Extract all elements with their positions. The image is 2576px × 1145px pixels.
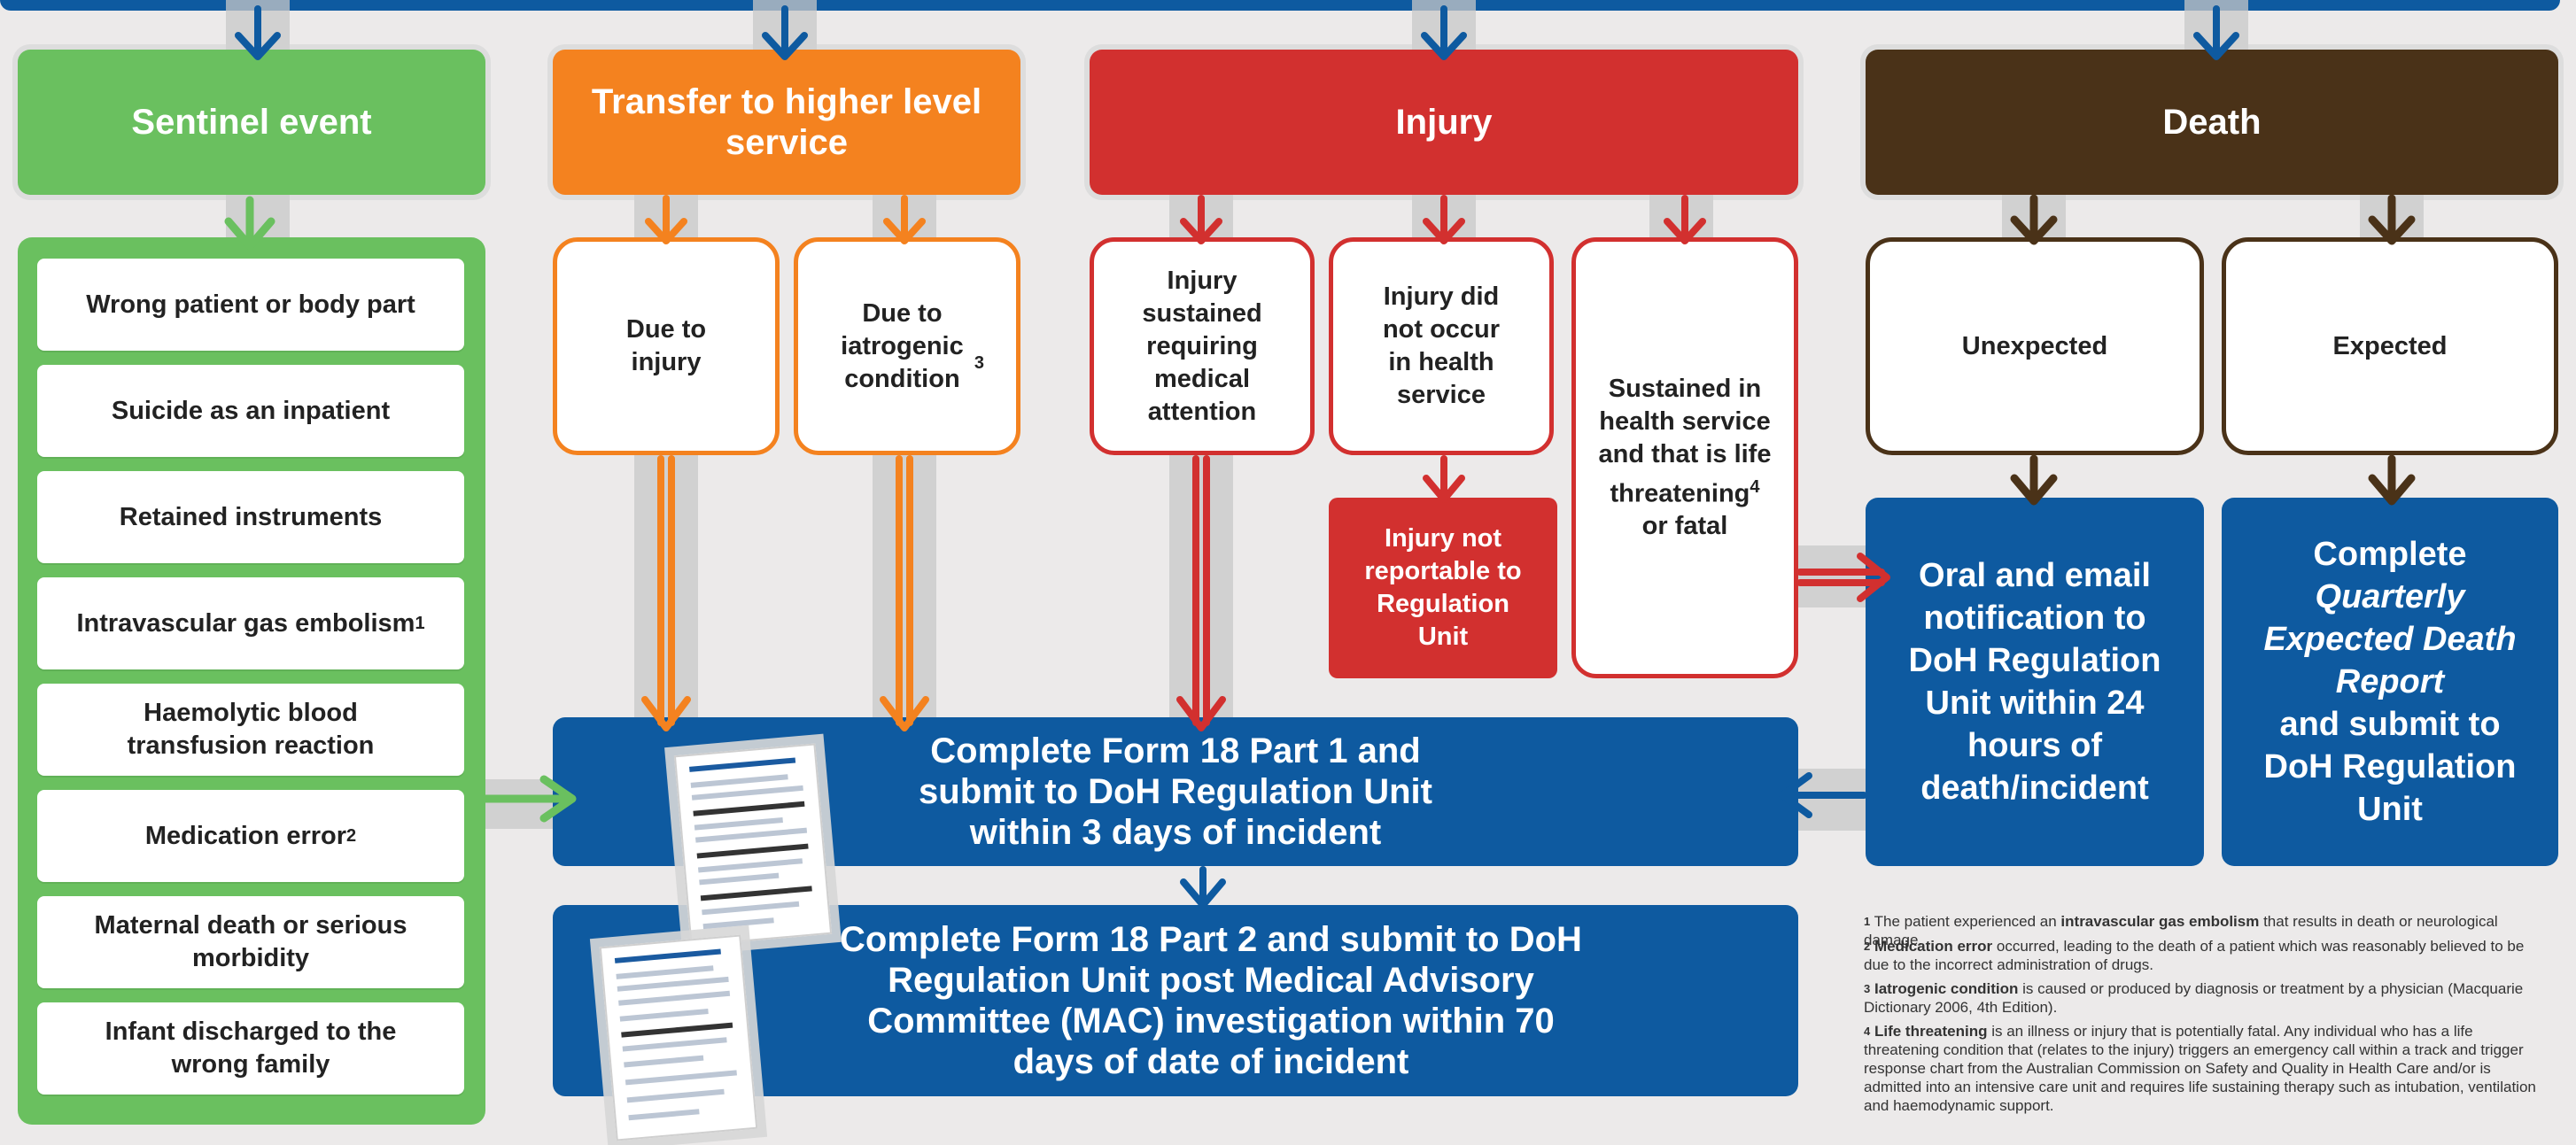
arrow-down-blue [1180, 866, 1226, 909]
death-item-label: Expected [2332, 331, 2448, 360]
arrow-down-red [1423, 455, 1465, 503]
header-death: Death [1866, 50, 2558, 195]
death-item-expected: Expected [2222, 237, 2558, 455]
footnote-4: 4 Life threatening is an illness or inju… [1864, 1022, 2548, 1115]
arrow-down-red [1423, 195, 1465, 244]
arrow-down-blue [2193, 5, 2239, 60]
death-item-label: Unexpected [1961, 331, 2108, 360]
transfer-item-iatrogenic: Due to iatrogenic condition 3 [794, 237, 1020, 455]
transfer-item-label: Due to iatrogenic condition [841, 298, 964, 393]
connector-shadow [1169, 453, 1233, 730]
connector-shadow [634, 453, 698, 730]
arrow-down-blue [1421, 5, 1467, 60]
footnote-term: Medication error [1874, 938, 1993, 955]
sentinel-item: Suicide as an inpatient [37, 365, 464, 457]
footnote-term: Life threatening [1874, 1023, 1988, 1040]
arrow-down-brown [2010, 194, 2058, 245]
injury-item-label: Injury sustained requiring medical atten… [1142, 266, 1262, 426]
footnote-1: 1 The patient experienced an intravascul… [1864, 912, 2548, 949]
footnote-text-post: is an illness or injury that is potentia… [1864, 1023, 2536, 1114]
injury-item-suffix: or fatal [1641, 512, 1728, 541]
header-transfer: Transfer to higher level service [553, 50, 1020, 195]
footnote-number: 2 [1864, 940, 1871, 953]
transfer-item-label: Due to injury [625, 315, 707, 376]
footnote-text-post: is caused or produced by diagnosis or tr… [1864, 980, 2524, 1016]
form18-part2-text: Complete Form 18 Part 2 and submit to Do… [840, 920, 1582, 1081]
footnote-ref: 2 [346, 825, 357, 846]
sentinel-item: Wrong patient or body part [37, 259, 464, 351]
arrow-down-blue [235, 5, 281, 60]
sentinel-item-label: Infant discharged to the wrong family [105, 1017, 397, 1079]
arrow-down-blue [762, 5, 808, 60]
injury-not-reportable-box: Injury not reportable to Regulation Unit [1329, 498, 1557, 678]
death-expected-action-line1: Complete [2313, 536, 2467, 573]
header-injury-label: Injury [1395, 103, 1493, 142]
sentinel-item-label: Wrong patient or body part [86, 290, 415, 319]
sentinel-item: Retained instruments [37, 471, 464, 563]
arrow-down-green [224, 196, 275, 251]
footnote-text-pre: The patient experienced an [1874, 913, 2061, 930]
injury-item-life-threatening: Sustained in health service and that is … [1571, 237, 1798, 678]
footnote-3: 3 Iatrogenic condition is caused or prod… [1864, 979, 2548, 1017]
transfer-item-injury: Due to injury [553, 237, 780, 455]
connector-shadow [873, 453, 936, 730]
arrow-left-white [1779, 772, 1867, 818]
sentinel-item-label: Suicide as an inpatient [111, 396, 391, 425]
sentinel-item-label: Retained instruments [119, 502, 383, 531]
sentinel-item: Haemolytic blood transfusion reaction [37, 684, 464, 776]
footnote-ref: 1 [415, 613, 425, 633]
footnote-ref: 3 [974, 353, 984, 373]
arrow-down-orange-double [880, 455, 929, 731]
injury-item-label: Sustained in health service and that is … [1598, 374, 1772, 508]
death-expected-report-name: Quarterly Expected Death Report [2263, 578, 2517, 700]
footnote-number: 1 [1864, 915, 1871, 928]
top-banner-bar [0, 0, 2560, 11]
sentinel-item-label: Medication error [144, 821, 347, 850]
injury-not-reportable-label: Injury not reportable to Regulation Unit [1364, 524, 1522, 651]
sentinel-item: Infant discharged to the wrong family [37, 1002, 464, 1095]
header-transfer-label: Transfer to higher level service [591, 82, 982, 162]
header-sentinel-event: Sentinel event [18, 50, 485, 195]
arrow-down-brown [2368, 454, 2416, 506]
arrow-down-orange-double [641, 455, 691, 731]
sentinel-item-label: Maternal death or serious morbidity [94, 911, 407, 972]
footnote-number: 4 [1864, 1025, 1871, 1038]
footnote-term: Iatrogenic condition [1874, 980, 2019, 997]
arrow-down-red [1664, 195, 1706, 244]
footnote-2: 2 Medication error occurred, leading to … [1864, 937, 2548, 974]
header-sentinel-label: Sentinel event [131, 103, 372, 142]
arrow-down-red [1180, 195, 1222, 244]
footnote-ref: 4 [1750, 476, 1760, 497]
death-expected-action-rest: and submit to DoH Regulation Unit [2263, 706, 2517, 828]
death-unexpected-action-text: Oral and email notification to DoH Regul… [1908, 557, 2161, 807]
arrow-right-green [481, 775, 577, 823]
footnote-number: 3 [1864, 982, 1871, 995]
arrow-down-red-double [1176, 455, 1226, 731]
arrow-down-brown [2010, 454, 2058, 506]
arrow-down-orange [883, 195, 926, 244]
sentinel-item-label: Intravascular gas embolism [76, 608, 415, 638]
arrow-down-orange [645, 195, 687, 244]
injury-item-label: Injury did not occur in health service [1382, 282, 1501, 409]
death-expected-action-box: Complete Quarterly Expected Death Report… [2222, 498, 2558, 866]
header-death-label: Death [2162, 103, 2262, 142]
footnote-text-post: that results in death or neurological da… [1864, 913, 2498, 948]
sentinel-item: Maternal death or serious morbidity [37, 896, 464, 988]
arrow-down-brown [2368, 194, 2416, 245]
injury-item-requiring-attention: Injury sustained requiring medical atten… [1090, 237, 1315, 455]
sentinel-item-label: Haemolytic blood transfusion reaction [127, 699, 375, 760]
footnote-text-post: occurred, leading to the death of a pati… [1864, 938, 2525, 973]
arrow-right-red-double [1796, 553, 1890, 602]
header-injury: Injury [1090, 50, 1798, 195]
footnote-term: intravascular gas embolism [2060, 913, 2260, 930]
form18-part1-text: Complete Form 18 Part 1 and submit to Do… [919, 731, 1432, 852]
death-unexpected-action-box: Oral and email notification to DoH Regul… [1866, 498, 2204, 866]
